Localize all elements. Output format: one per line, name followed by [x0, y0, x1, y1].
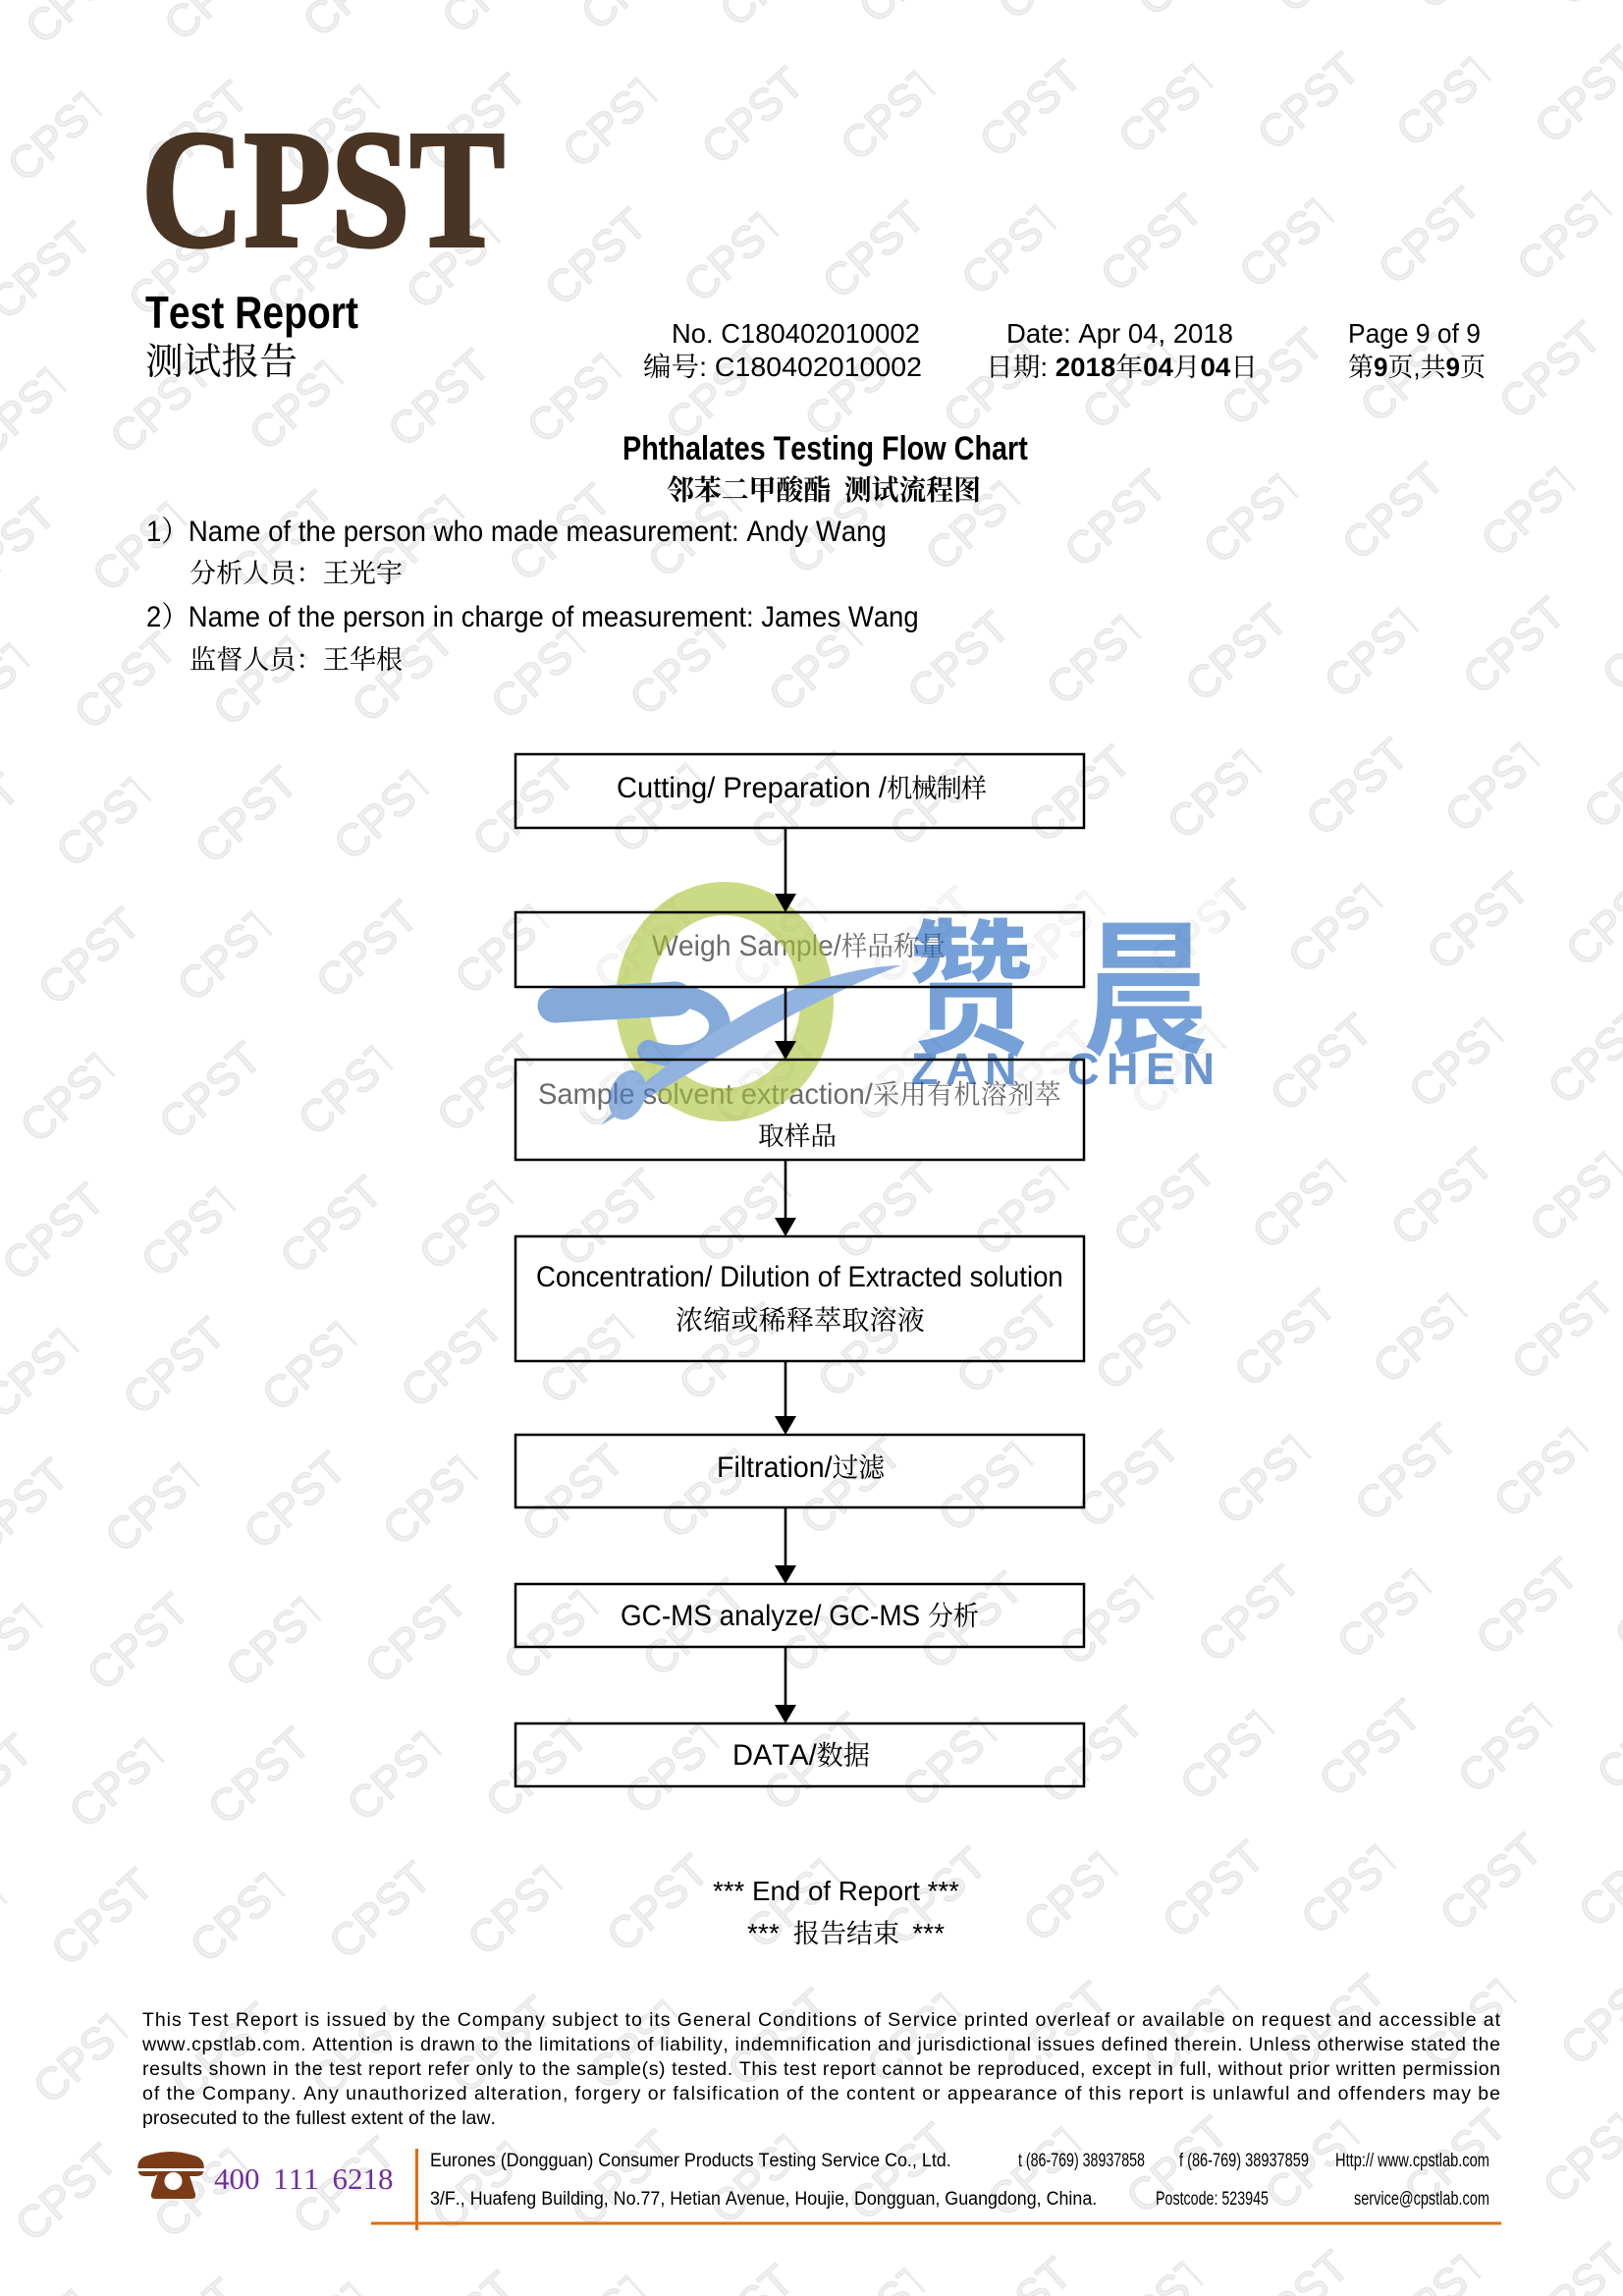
svg-text:1: 1 — [146, 516, 161, 548]
svg-text:: C180402010002: : C180402010002 — [699, 351, 922, 382]
svg-text:*** End of Report ***: *** End of Report *** — [713, 1876, 959, 1906]
svg-text:,: , — [1413, 353, 1420, 383]
svg-text:Filtration/: Filtration/ — [717, 1450, 833, 1484]
svg-text:GC-MS analyze/ GC-MS: GC-MS analyze/ GC-MS — [621, 1600, 928, 1632]
svg-text:f (86-769) 38937859: f (86-769) 38937859 — [1179, 2149, 1309, 2171]
svg-text:9: 9 — [1446, 353, 1460, 383]
svg-text:Test Report: Test Report — [145, 287, 358, 338]
svg-text:www.cpstlab.com. Attention is: www.cpstlab.com. Attention is drawn to t… — [141, 2034, 1500, 2055]
svg-text:2: 2 — [146, 601, 161, 633]
svg-text::: : — [1040, 352, 1055, 382]
svg-text:***: *** — [747, 1918, 780, 1948]
svg-text:results shown in the test repo: results shown in the test report refer o… — [142, 2058, 1500, 2080]
svg-text:Phthalates Testing Flow Chart: Phthalates Testing Flow Chart — [622, 429, 1028, 467]
svg-text:Eurones (Dongguan) Consumer Pr: Eurones (Dongguan) Consumer Products Tes… — [430, 2149, 951, 2170]
svg-text:Date: Apr 04, 2018: Date: Apr 04, 2018 — [1006, 318, 1233, 349]
svg-text:t (86-769) 38937858: t (86-769) 38937858 — [1018, 2150, 1145, 2171]
svg-text:CPST: CPST — [141, 96, 505, 282]
svg-text:This Test Report is issued by: This Test Report is issued by the Compan… — [142, 2009, 1501, 2031]
svg-text:9: 9 — [1374, 353, 1387, 383]
svg-text:Name of the person who made me: Name of the person who made measurement:… — [189, 516, 887, 548]
svg-text:prosecuted to the fullest exte: prosecuted to the fullest extent of the … — [142, 2107, 496, 2129]
svg-text:04: 04 — [1143, 352, 1174, 382]
svg-text:04: 04 — [1201, 352, 1232, 382]
svg-text:Postcode: 523945: Postcode: 523945 — [1156, 2188, 1269, 2210]
svg-text:of the Company. Any unauthoriz: of the Company. Any unauthorized alterat… — [142, 2083, 1500, 2105]
svg-text:3/F., Huafeng Building, No.77,: 3/F., Huafeng Building, No.77, Hetian Av… — [430, 2187, 1097, 2209]
svg-text:400 111 6218: 400 111 6218 — [214, 2161, 394, 2196]
svg-text:2018: 2018 — [1055, 352, 1116, 382]
svg-text:service@cpstlab.com: service@cpstlab.com — [1354, 2187, 1489, 2210]
svg-text:***: *** — [912, 1918, 945, 1948]
svg-text:No. C180402010002: No. C180402010002 — [672, 318, 920, 349]
svg-text:DATA/: DATA/ — [732, 1739, 817, 1773]
svg-text:Http:// www.cpstlab.com: Http:// www.cpstlab.com — [1335, 2149, 1489, 2171]
svg-text:ZAN CHEN: ZAN CHEN — [911, 1044, 1222, 1094]
svg-text:Name of the person in charge o: Name of the person in charge of measurem… — [189, 601, 919, 633]
svg-text:Cutting/ Preparation /: Cutting/ Preparation / — [617, 772, 888, 804]
svg-text:Concentration/ Dilution of Ext: Concentration/ Dilution of Extracted sol… — [536, 1261, 1063, 1293]
svg-text:Page 9 of 9: Page 9 of 9 — [1348, 317, 1481, 349]
